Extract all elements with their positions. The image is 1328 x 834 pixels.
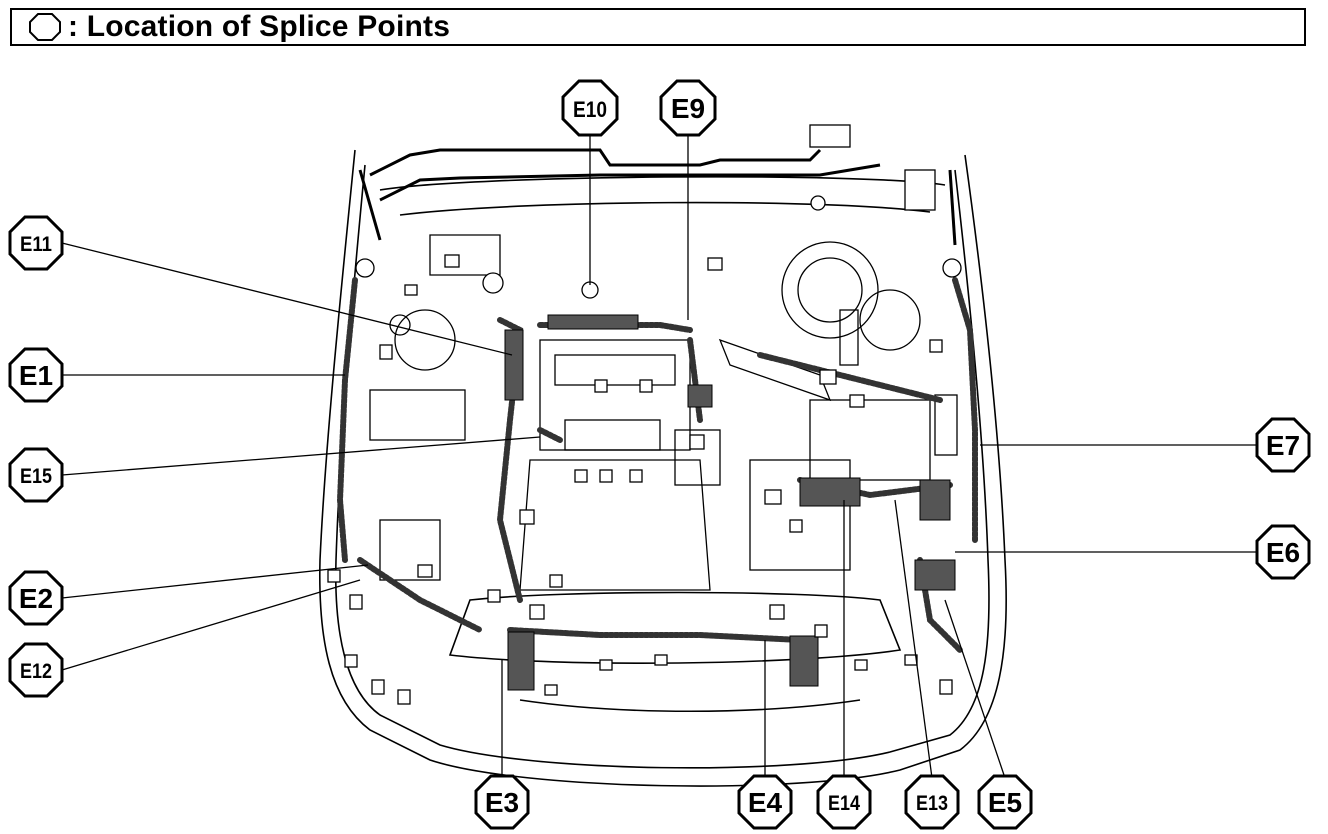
splice-blocks	[504, 314, 956, 691]
callout-e6-label: E6	[1266, 537, 1300, 568]
callout-e7[interactable]: E7	[1255, 417, 1311, 473]
octagon-icon	[29, 13, 61, 41]
title-box: : Location of Splice Points	[10, 8, 1306, 46]
callout-e14[interactable]: E14	[816, 774, 872, 830]
callout-e11-label: E11	[20, 233, 52, 256]
callouts: E10 E9 E11 E1 E15 E2 E12 E7	[8, 79, 1311, 830]
callout-e10-label: E10	[573, 97, 607, 122]
callout-e4[interactable]: E4	[737, 774, 793, 830]
callout-e5-label: E5	[988, 787, 1022, 818]
leader-lines	[61, 130, 1257, 779]
callout-e15-label: E15	[20, 465, 52, 488]
callout-e12[interactable]: E12	[8, 642, 64, 698]
callout-e13-label: E13	[916, 792, 948, 815]
callout-e3-label: E3	[485, 787, 519, 818]
callout-e14-label: E14	[828, 792, 860, 815]
callout-e1-label: E1	[19, 360, 53, 391]
engine-components	[369, 234, 958, 591]
connectors	[327, 124, 962, 705]
upper-harness	[358, 148, 957, 246]
callout-e9[interactable]: E9	[659, 79, 717, 137]
callout-e2[interactable]: E2	[8, 570, 64, 626]
callout-e11[interactable]: E11	[8, 215, 64, 271]
callout-e5[interactable]: E5	[977, 774, 1033, 830]
callout-e1[interactable]: E1	[8, 347, 64, 403]
callout-e12-label: E12	[20, 660, 52, 683]
callout-e13[interactable]: E13	[904, 774, 960, 830]
vehicle-body-outline	[318, 149, 1007, 787]
callout-e3[interactable]: E3	[474, 774, 530, 830]
callout-e6[interactable]: E6	[1255, 524, 1311, 580]
callout-e10[interactable]: E10	[561, 79, 619, 137]
callout-e15[interactable]: E15	[8, 447, 64, 503]
callout-e2-label: E2	[19, 583, 53, 614]
callout-e9-label: E9	[671, 93, 705, 124]
page-title: : Location of Splice Points	[68, 10, 451, 43]
callout-e4-label: E4	[748, 787, 783, 818]
callout-e7-label: E7	[1266, 430, 1300, 461]
